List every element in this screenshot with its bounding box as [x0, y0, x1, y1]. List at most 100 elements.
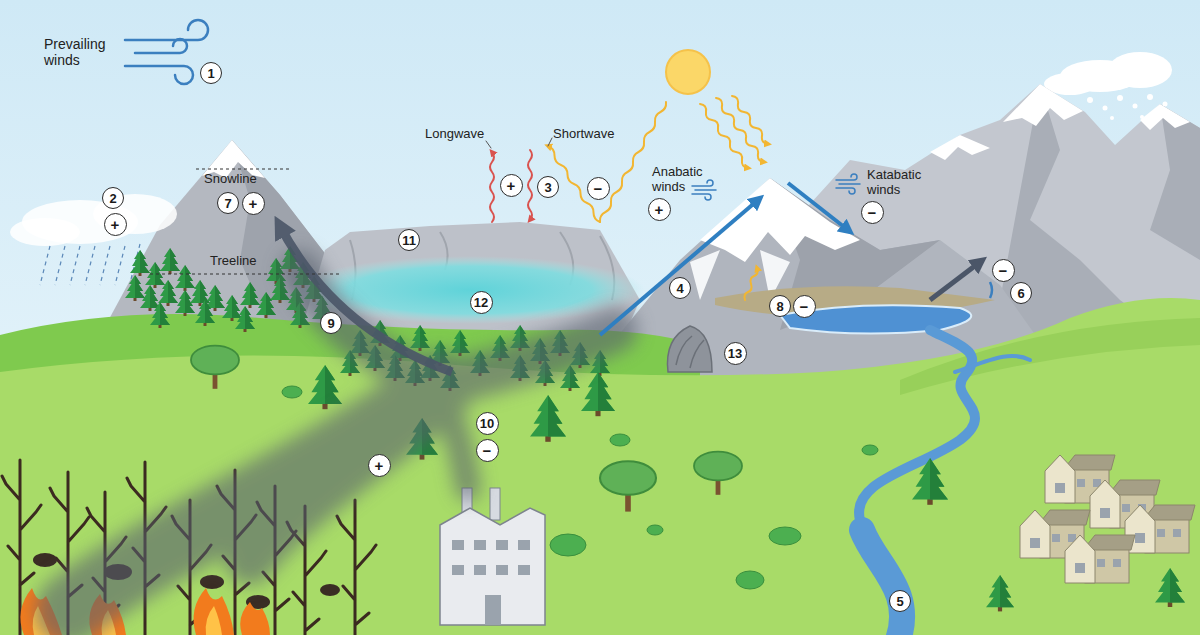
snowfall	[1147, 94, 1153, 100]
callout-number: 9	[320, 312, 342, 334]
forest	[150, 302, 170, 328]
process-label: Treeline	[210, 254, 256, 269]
factory	[440, 508, 545, 625]
smoke-plume	[250, 400, 440, 560]
katabatic-arrow	[788, 183, 848, 230]
bushes	[550, 534, 586, 556]
snowfall	[1087, 97, 1093, 103]
factory	[440, 488, 545, 625]
callout-number: 12	[470, 291, 493, 314]
shortwave-radiation	[548, 138, 552, 146]
forest	[158, 280, 178, 306]
bushes	[862, 445, 878, 455]
factory	[496, 565, 508, 575]
river	[955, 356, 1030, 372]
cloud	[1108, 52, 1172, 88]
wind-icon	[695, 189, 716, 191]
forest	[191, 346, 239, 389]
burnt-forest	[320, 584, 340, 596]
process-label: Longwave	[425, 127, 484, 142]
snowfall	[1103, 106, 1108, 111]
snowfall	[1117, 95, 1123, 101]
main-mountain	[700, 178, 860, 262]
forest	[600, 461, 656, 511]
far-mountain-range	[1140, 104, 1190, 130]
cloud-with-rain	[115, 246, 125, 285]
forest	[308, 365, 342, 409]
factory	[496, 540, 508, 550]
callout-number: 6	[1010, 282, 1032, 304]
callout-text: 8	[776, 300, 783, 313]
snowfall	[1110, 116, 1114, 120]
effect-sign: −	[861, 201, 884, 224]
forest	[222, 295, 242, 321]
callout-text: −	[483, 443, 492, 458]
forest	[600, 461, 656, 511]
callout-text: 1	[207, 67, 214, 80]
process-label: Shortwave	[553, 127, 614, 142]
snowfall	[1133, 104, 1138, 109]
smoke-plume	[70, 270, 615, 610]
effect-sign: −	[476, 439, 499, 462]
wind-icon	[692, 180, 713, 186]
wind-icon	[839, 183, 860, 185]
glacier-arrow	[930, 262, 980, 300]
aerosol-transport-arrow	[280, 226, 452, 372]
shortwave-radiation	[744, 268, 757, 300]
forest	[125, 275, 145, 301]
callout-number: 10	[476, 412, 499, 435]
factory	[474, 565, 486, 575]
callout-number: 7	[217, 192, 239, 214]
factory	[485, 595, 501, 625]
wind-symbol	[125, 66, 193, 84]
effect-sign: +	[500, 174, 523, 197]
smoke-plume	[440, 330, 615, 385]
callout-text: 12	[474, 296, 488, 309]
factory	[452, 540, 530, 625]
callout-text: 2	[109, 192, 116, 205]
rock-glacier	[667, 326, 712, 372]
forest	[694, 452, 742, 495]
factory	[452, 540, 464, 550]
forest	[191, 346, 239, 389]
callout-text: 5	[896, 595, 903, 608]
cloud	[1044, 52, 1172, 95]
forest	[256, 292, 276, 318]
factory	[452, 565, 464, 575]
callout-number: 5	[889, 590, 911, 612]
longwave-radiation	[490, 152, 494, 222]
smoke-plume	[70, 385, 440, 610]
callout-number: 11	[398, 229, 420, 251]
forest	[308, 365, 342, 409]
forest	[1155, 568, 1185, 607]
forest	[986, 575, 1014, 611]
forest	[410, 325, 430, 351]
burnt-forest	[33, 553, 57, 567]
process-label: Katabatic winds	[867, 168, 921, 198]
moraine-and-glacier-lake	[715, 286, 995, 333]
callout-text: 3	[544, 181, 551, 194]
foreground-ground	[0, 298, 1200, 635]
shortwave-radiation	[600, 102, 666, 222]
cloud-with-rain	[40, 244, 140, 285]
callout-text: −	[800, 299, 809, 314]
forest	[581, 372, 615, 416]
effect-sign: −	[793, 295, 816, 318]
longwave-radiation	[486, 141, 532, 222]
forest	[130, 250, 150, 276]
forest	[912, 458, 948, 505]
forest	[160, 248, 180, 274]
forest	[986, 575, 1014, 611]
level-line	[196, 169, 292, 170]
wildfire	[206, 606, 222, 635]
wind-symbol	[125, 20, 208, 84]
callout-text: 6	[1017, 287, 1024, 300]
bushes	[769, 527, 801, 545]
callout-text: 11	[402, 234, 416, 247]
houses	[1065, 535, 1135, 583]
forest	[581, 372, 615, 416]
far-mountain-range	[1003, 84, 1083, 126]
callout-text: 13	[728, 347, 742, 360]
